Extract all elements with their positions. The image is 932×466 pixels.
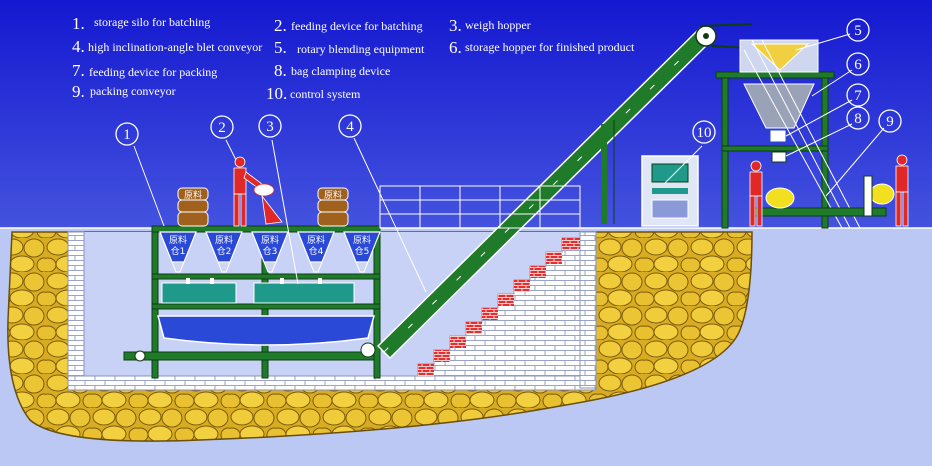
legend-label: weigh hopper — [465, 18, 531, 32]
bag-label: 原料 — [324, 189, 342, 201]
belt-pulley-left — [134, 350, 146, 362]
silo-label-bottom: 仓1 — [171, 245, 186, 257]
callout-number: 9 — [886, 114, 894, 130]
silo-label-top: 原料 — [261, 234, 279, 246]
sewing-machine-post — [863, 175, 873, 217]
bag-label: 原料 — [184, 189, 202, 201]
callout-1: 1 — [115, 122, 139, 146]
legend-num: 9. — [72, 82, 85, 101]
callout-number: 1 — [123, 127, 131, 143]
callout-7: 7 — [846, 83, 870, 107]
stair-treads — [418, 238, 580, 376]
callout-10: 10 — [692, 120, 716, 144]
product-bags — [765, 183, 895, 209]
silo-label-top: 原料 — [215, 234, 233, 246]
silo-label-bottom: 仓3 — [263, 245, 278, 257]
weigh-hoppers — [161, 278, 355, 304]
legend-num: 6. — [449, 38, 462, 57]
silo-label-bottom: 仓5 — [355, 245, 370, 257]
callout-number: 10 — [697, 125, 712, 141]
bag-stack-right: 原料 — [317, 187, 349, 227]
callout-2: 2 — [210, 115, 234, 139]
callout-number: 2 — [218, 120, 226, 136]
legend-label: packing conveyor — [90, 84, 176, 98]
silo-label-top: 原料 — [353, 234, 371, 246]
worker-packing-right — [895, 154, 909, 227]
legend-num: 4. — [72, 37, 85, 56]
legend-num: 7. — [72, 61, 85, 80]
bag-stack-left: 原料 — [177, 187, 209, 227]
legend-num: 2. — [274, 16, 287, 35]
pit-wall-left — [67, 231, 85, 389]
callout-6: 6 — [846, 52, 870, 76]
pit-floor — [67, 375, 597, 391]
legend-label: control system — [290, 87, 361, 101]
belt-pulley-right — [360, 342, 376, 358]
legend-num: 1. — [72, 14, 85, 33]
silo-label-bottom: 仓2 — [217, 245, 232, 257]
callout-group: 1 2 3 4 5 6 7 8 9 10 — [115, 18, 902, 146]
legend-num: 8. — [274, 61, 287, 80]
tower-stairs — [743, 39, 861, 229]
collecting-hopper — [157, 315, 375, 346]
legend-label: storage hopper for finished product — [465, 40, 635, 54]
callout-number: 6 — [854, 57, 862, 73]
legend-label: rotary blending equipment — [297, 42, 425, 56]
worker-feeding — [233, 156, 283, 227]
control-cabinet — [641, 155, 699, 227]
callout-3: 3 — [258, 114, 282, 138]
callout-number: 5 — [854, 23, 862, 39]
legend-num: 10. — [266, 84, 287, 103]
bottom-belt — [123, 351, 375, 361]
legend-num: 5. — [274, 38, 287, 57]
pit-wall-right — [579, 231, 597, 389]
platform-railing — [379, 185, 581, 229]
silo-label-top: 原料 — [169, 234, 187, 246]
silo-label-bottom: 仓4 — [309, 245, 324, 257]
callout-8: 8 — [846, 106, 870, 130]
worker-packing-left — [749, 160, 763, 227]
callout-number: 4 — [346, 119, 354, 135]
callout-number: 8 — [854, 111, 862, 127]
legend-label: bag clamping device — [291, 64, 390, 78]
callout-number: 3 — [266, 119, 274, 135]
legend: 1. storage silo for batching 2. feeding … — [72, 14, 635, 103]
callout-4: 4 — [338, 114, 362, 138]
callout-leaders — [133, 33, 885, 293]
callout-number: 7 — [854, 88, 862, 104]
callout-5: 5 — [846, 18, 870, 42]
legend-num: 3. — [449, 16, 462, 35]
legend-label: storage silo for batching — [94, 15, 210, 29]
legend-label: high inclination-angle blet conveyor — [88, 40, 262, 54]
legend-label: feeding device for batching — [291, 19, 423, 33]
silo-label-top: 原料 — [307, 234, 325, 246]
callout-9: 9 — [878, 109, 902, 133]
legend-label: feeding device for packing — [89, 65, 217, 79]
